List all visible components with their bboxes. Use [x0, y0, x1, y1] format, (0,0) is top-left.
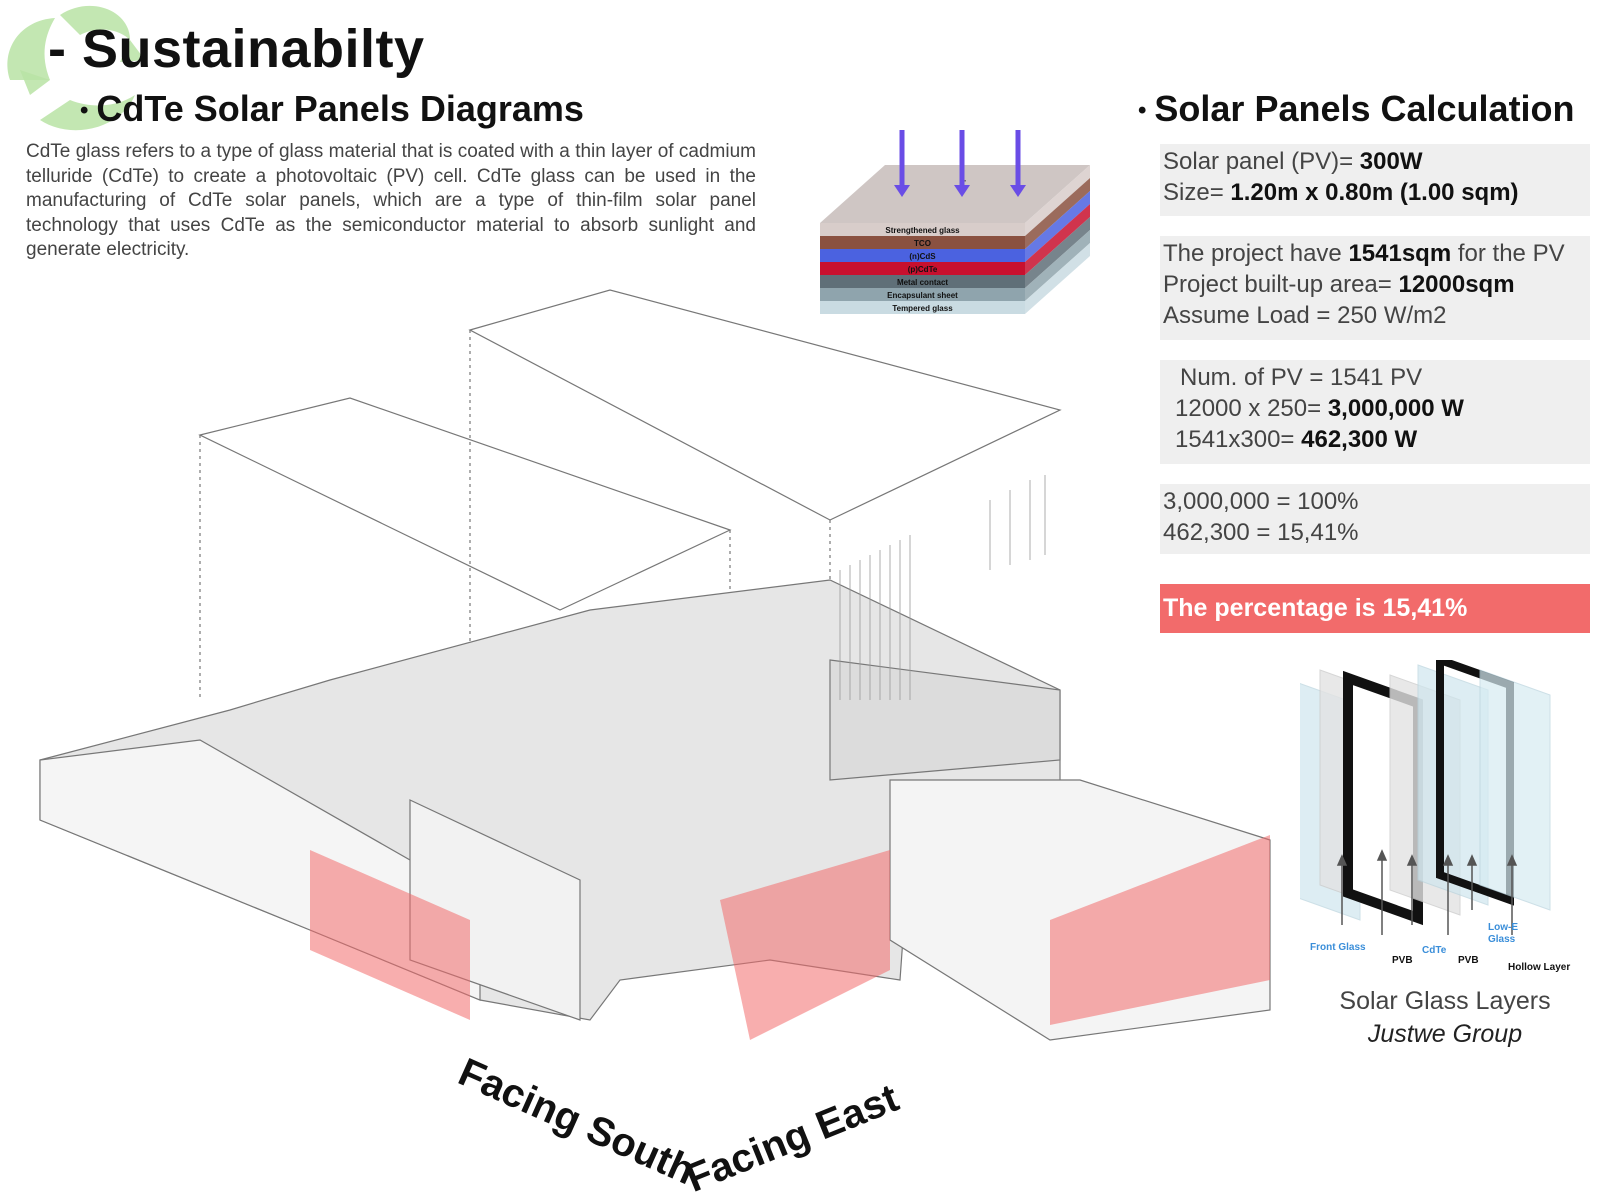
glass-caption-title: Solar Glass Layers [1339, 987, 1551, 1015]
label-low-e-glass: Glass [1488, 934, 1516, 945]
layer-band [820, 262, 1025, 275]
layer-band [820, 275, 1025, 288]
calc-line: The project have 1541sqm for the PV [1163, 240, 1565, 267]
layer-label: Tempered glass [892, 304, 953, 313]
bullet: • [1138, 97, 1147, 125]
east-facade-highlight [720, 850, 890, 1040]
layer-top-surface [820, 165, 1090, 223]
layer-band [820, 223, 1025, 236]
layer-label: TCO [914, 239, 931, 248]
roof-slab-east [468, 289, 1062, 521]
label-cdte: CdTe [1422, 945, 1447, 956]
calc-line: 462,300 = 15,41% [1163, 519, 1359, 546]
calc-block-panel: Solar panel (PV)= 300W Size= 1.20m x 0.8… [1160, 144, 1590, 216]
glass-caption-credit: Justwe Group [1367, 1020, 1523, 1048]
arrow-up-icon [1336, 854, 1348, 866]
arrow-up-icon [1406, 854, 1418, 866]
intro-paragraph: CdTe glass refers to a type of glass mat… [26, 141, 756, 260]
arrow-icon [894, 185, 910, 197]
solar-glass-layers-diagram [1300, 660, 1551, 935]
label-low-e: Low-E [1488, 922, 1518, 933]
layer-label: (n)CdS [909, 252, 936, 261]
section-title-cdte-diagrams: •CdTe Solar Panels Diagrams [80, 88, 584, 130]
label-front-glass: Front Glass [1310, 942, 1366, 953]
arrow-up-icon [1376, 849, 1388, 861]
layer-label: Metal contact [897, 278, 948, 287]
calc-line: Num. of PV = 1541 PV [1180, 364, 1423, 391]
section-title-calculation: •Solar Panels Calculation [1138, 88, 1575, 130]
layer-label: (p)CdTe [908, 265, 938, 274]
arrow-up-icon [1442, 854, 1454, 866]
arrow-up-icon [1506, 854, 1518, 866]
layer-label: Encapsulant sheet [887, 291, 958, 300]
east-wing-facade-highlight [1050, 835, 1270, 1025]
facing-east-label: Facing East [680, 1075, 905, 1201]
calc-line: Size= 1.20m x 0.80m (1.00 sqm) [1163, 179, 1519, 206]
label-pvb: PVB [1392, 955, 1413, 966]
south-facade-highlight [310, 850, 470, 1020]
section-title-text: Solar Panels Calculation [1154, 88, 1575, 129]
layer-band [820, 301, 1025, 314]
layer-side [1025, 178, 1090, 249]
recycle-leaf-logo [7, 5, 145, 131]
layer-side [1025, 204, 1090, 275]
arrow-icon [954, 185, 970, 197]
label-hollow-layer: Hollow Layer [1508, 962, 1571, 973]
low-e-glass-pane [1417, 664, 1489, 906]
glass-caption: Solar Glass Layers Justwe Group [1300, 985, 1590, 1051]
layer-side [1025, 243, 1090, 314]
layer-side [1025, 230, 1090, 301]
roof-slab-west [198, 397, 732, 611]
calc-line: Project built-up area= 12000sqm [1163, 271, 1515, 298]
calc-line: Assume Load = 250 W/m2 [1163, 302, 1447, 329]
layer-side [1025, 165, 1090, 236]
calc-line: 12000 x 250= 3,000,000 W [1175, 395, 1464, 422]
arrow-icon [1010, 185, 1026, 197]
calc-block-ratio: 3,000,000 = 100% 462,300 = 15,41% [1160, 484, 1590, 554]
building-axonometric [39, 289, 1271, 1041]
layer-side [1025, 191, 1090, 262]
layer-band [820, 249, 1025, 262]
layer-side [1025, 217, 1090, 288]
layer-band [820, 288, 1025, 301]
calc-line: Solar panel (PV)= 300W [1163, 148, 1423, 175]
layer-label: Strengthened glass [885, 226, 960, 235]
calc-block-totals: Num. of PV = 1541 PV 12000 x 250= 3,000,… [1160, 360, 1590, 464]
label-pvb-2: PVB [1458, 955, 1479, 966]
layer-band [820, 236, 1025, 249]
result-banner: The percentage is 15,41% [1160, 584, 1590, 633]
sunlight-arrows [894, 130, 1026, 197]
arrow-up-icon [1466, 854, 1478, 866]
calc-line: 3,000,000 = 100% [1163, 488, 1359, 515]
back-glass-pane [1479, 669, 1551, 911]
calc-line: 1541x300= 462,300 W [1175, 426, 1418, 453]
page-title: - Sustainabilty [48, 19, 425, 79]
bullet: • [80, 97, 89, 125]
calc-block-project: The project have 1541sqm for the PV Proj… [1160, 236, 1590, 340]
facing-south-label: Facing South [452, 1050, 702, 1194]
section-title-text: CdTe Solar Panels Diagrams [96, 88, 584, 129]
